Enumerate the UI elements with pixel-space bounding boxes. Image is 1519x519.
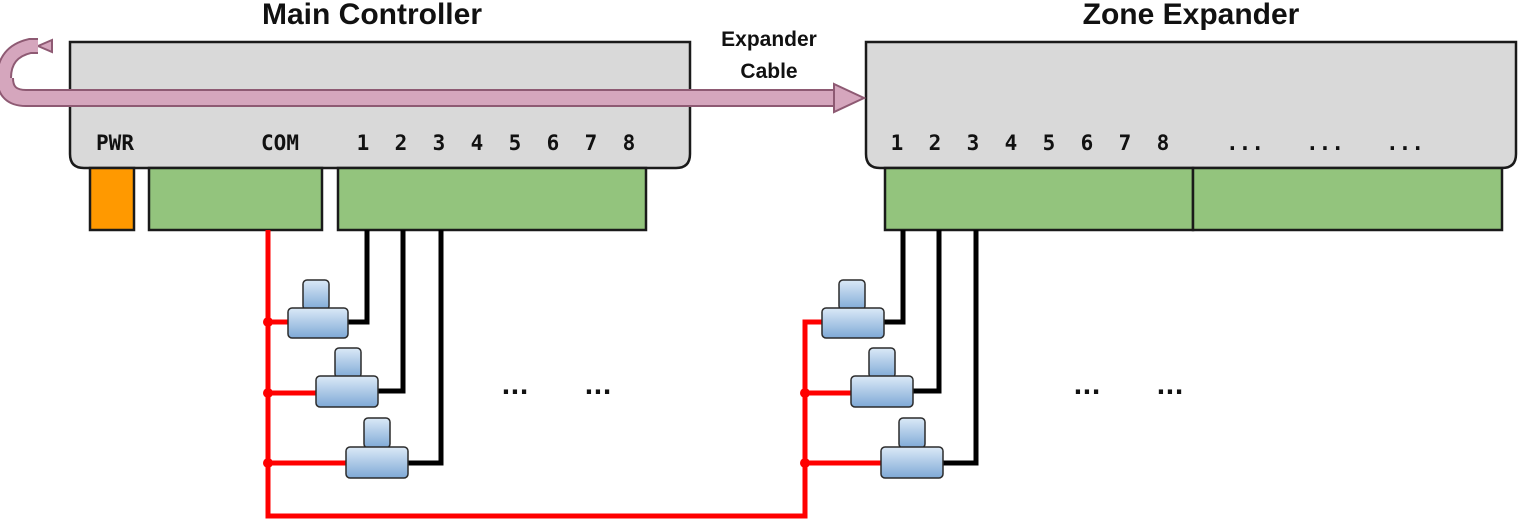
controller-zone-label: 7	[585, 131, 598, 155]
controller-zone-label: 4	[471, 131, 484, 155]
expander-zone-label: 4	[1005, 131, 1018, 155]
expander-zone-labels: 1 2 3 4 5 6 7 8 ... ... ...	[891, 131, 1424, 155]
junction-dot	[800, 388, 810, 398]
valve-icon	[287, 279, 349, 339]
expander-extra-label: ...	[1226, 131, 1264, 155]
junction-dot	[800, 458, 810, 468]
cable-label-line1: Expander	[721, 28, 817, 51]
expander-zone-terminal-block	[883, 166, 1195, 232]
expander-overflow-dots: ...	[1156, 372, 1183, 400]
controller-zone-terminal-block	[336, 166, 648, 232]
zone-wire	[378, 230, 406, 394]
valve-icon	[345, 417, 409, 479]
zone-wire	[408, 230, 444, 466]
controller-zone-label: 1	[357, 131, 370, 155]
expander-zone-label: 3	[967, 131, 980, 155]
expander-cable-arrow	[0, 38, 867, 114]
controller-zone-label: 5	[509, 131, 522, 155]
main-controller-title: Main Controller	[262, 0, 482, 31]
controller-zone-label: 2	[395, 131, 408, 155]
com-label: COM	[261, 131, 299, 155]
controller-zone-wires	[348, 230, 444, 466]
valve-icon	[315, 347, 379, 408]
expander-overflow-dots: ...	[1073, 372, 1100, 400]
zone-wire	[913, 230, 942, 394]
valve-icon	[821, 279, 885, 339]
pwr-terminal	[88, 166, 136, 232]
expander-zone-label: 1	[891, 131, 904, 155]
junction-dot	[263, 317, 273, 327]
cable-label-line2: Cable	[740, 60, 797, 83]
zone-wire	[348, 230, 370, 325]
expander-extra-terminal-block	[1191, 166, 1504, 232]
controller-zone-labels: 1 2 3 4 5 6 7 8	[357, 131, 636, 155]
valve-icon	[880, 417, 944, 479]
expander-zone-label: 8	[1157, 131, 1170, 155]
expander-zone-label: 6	[1081, 131, 1094, 155]
controller-zone-label: 6	[547, 131, 560, 155]
com-terminal-block	[147, 166, 324, 232]
controller-overflow-dots: ...	[584, 372, 611, 400]
expander-zone-label: 5	[1043, 131, 1056, 155]
expander-extra-label: ...	[1386, 131, 1424, 155]
zone-wire	[883, 230, 906, 325]
expander-zone-wires	[883, 230, 979, 466]
controller-zone-label: 3	[433, 131, 446, 155]
controller-zone-label: 8	[623, 131, 636, 155]
controller-overflow-dots: ...	[501, 372, 528, 400]
expander-extra-label: ...	[1306, 131, 1344, 155]
junction-dot	[263, 388, 273, 398]
expander-zone-label: 7	[1119, 131, 1132, 155]
zone-expander-title: Zone Expander	[1083, 0, 1300, 31]
wire-junctions	[263, 317, 810, 468]
common-wire	[265, 230, 882, 519]
valve-icon	[850, 347, 914, 408]
expander-zone-label: 2	[929, 131, 942, 155]
pwr-label: PWR	[96, 131, 134, 155]
junction-dot	[263, 458, 273, 468]
zone-wire	[943, 230, 979, 466]
